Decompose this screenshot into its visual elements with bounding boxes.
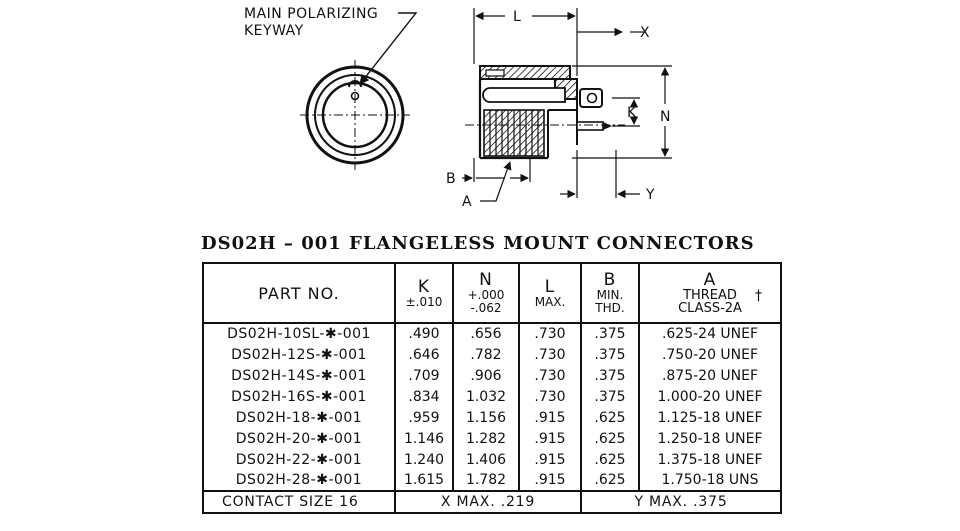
dim-X-label: X (640, 25, 650, 41)
table-footer-row: CONTACT SIZE 16 X MAX. .219 Y MAX. .375 (202, 490, 782, 513)
dim-K-label: K (627, 105, 637, 121)
dim-B-label: B (446, 171, 456, 187)
dagger-mark: † (755, 288, 762, 304)
header-l: L MAX. (518, 263, 582, 324)
dim-K: K (612, 97, 640, 127)
dim-A: A (462, 161, 512, 210)
header-a: A THREAD CLASS-2A † (638, 263, 782, 324)
side-view (465, 65, 625, 160)
dim-L-label: L (513, 9, 521, 25)
dim-A-label: A (462, 194, 472, 210)
dim-N-label: N (660, 109, 670, 125)
dim-N: N (572, 65, 672, 159)
dim-Y: Y (560, 150, 655, 203)
dim-Y-label: Y (645, 187, 655, 203)
header-part-no: PART NO. (202, 263, 396, 324)
header-n: N +.000 -.062 (452, 263, 520, 324)
dim-X: X (577, 25, 650, 41)
footer-contact-size: CONTACT SIZE 16 (202, 490, 396, 513)
dim-L: L (473, 8, 578, 76)
keyway-label-line2: KEYWAY (244, 23, 304, 39)
table-row: DS02H-12S-✱-001.646.782 .730.375.750-20 … (202, 344, 782, 365)
footer-x-max: X MAX. .219 (394, 490, 582, 513)
header-k: K ±.010 (394, 263, 454, 324)
footer-y-max: Y MAX. .375 (580, 490, 782, 513)
table-title: DS02H – 001 FLANGELESS MOUNT CONNECTORS (201, 233, 755, 254)
spec-table: PART NO. K ±.010 N +.000 -.062 L MAX. B … (202, 262, 782, 514)
front-view (300, 60, 410, 170)
keyway-callout: MAIN POLARIZING KEYWAY (244, 6, 418, 85)
connector-drawing: MAIN POLARIZING KEYWAY (244, 6, 672, 210)
table-header-row: PART NO. K ±.010 N +.000 -.062 L MAX. B … (202, 263, 782, 324)
table-row: DS02H-14S-✱-001.709.906 .730.375.875-20 … (202, 365, 782, 386)
dim-B: B (446, 158, 531, 187)
table-row: DS02H-10SL-✱-001.490.656 .730.375.625-24… (202, 323, 782, 344)
keyway-label-line1: MAIN POLARIZING (244, 6, 378, 22)
header-b: B MIN. THD. (580, 263, 640, 324)
